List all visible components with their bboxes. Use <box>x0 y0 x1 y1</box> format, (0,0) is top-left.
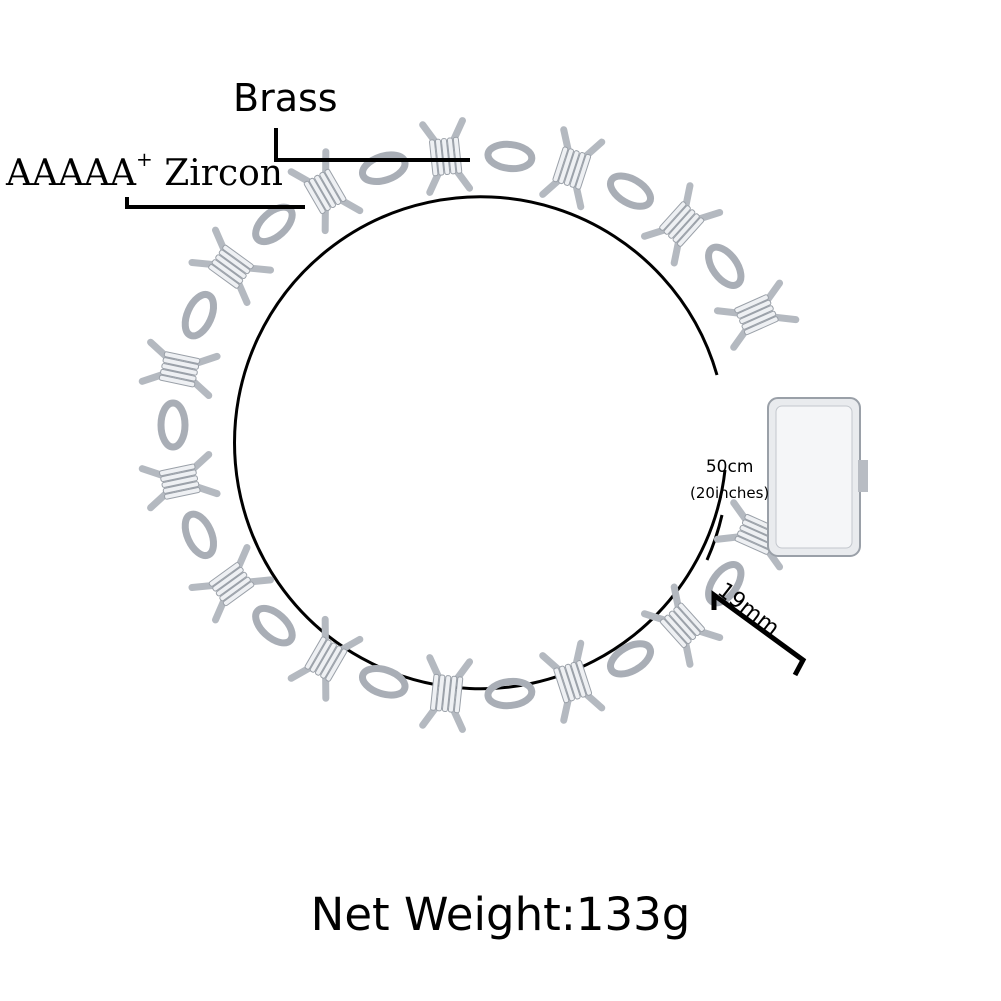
barb-knot <box>640 583 724 668</box>
stone-name: Zircon <box>164 153 283 194</box>
net-weight-label: Net Weight:133g <box>310 888 691 941</box>
stone-grade: AAAAA <box>6 153 136 194</box>
chain-link <box>705 243 745 289</box>
barb-knot <box>287 148 364 235</box>
chain-link <box>252 604 296 647</box>
chain-link <box>607 172 654 210</box>
brass-pointer-line <box>274 128 470 162</box>
material-label: Brass <box>233 76 338 120</box>
barb-knot <box>188 226 275 306</box>
length-inches: (20inches) <box>690 484 770 502</box>
chain-link <box>359 665 409 699</box>
chain-link <box>484 677 536 710</box>
stone-grade-plus: + <box>136 147 153 171</box>
barb-knot <box>419 117 474 196</box>
chain-link <box>157 399 189 451</box>
chain-link <box>252 203 296 246</box>
clasp <box>767 397 868 557</box>
zircon-pointer-line <box>125 197 305 209</box>
barb-knot <box>419 654 474 733</box>
barb-knot <box>713 279 800 351</box>
length-cm: 50cm <box>705 457 754 477</box>
chain-link <box>181 510 218 560</box>
barb-knot <box>138 338 221 399</box>
length-arc <box>233 195 727 691</box>
stone-label: AAAAA+ Zircon <box>6 147 283 194</box>
length-label: 50cm (20inches) <box>690 454 769 506</box>
barb-knot <box>539 639 606 724</box>
chain-link <box>359 151 409 185</box>
barb-knot <box>188 544 275 624</box>
bracelet-links <box>138 117 800 733</box>
barb-knot <box>287 615 364 702</box>
width-bracket <box>711 590 807 677</box>
chain-link <box>181 290 218 340</box>
barb-knot <box>640 182 724 267</box>
chain-link <box>607 640 654 678</box>
barb-knot <box>138 451 221 512</box>
barb-knot <box>539 126 606 211</box>
chain-link <box>484 140 536 173</box>
